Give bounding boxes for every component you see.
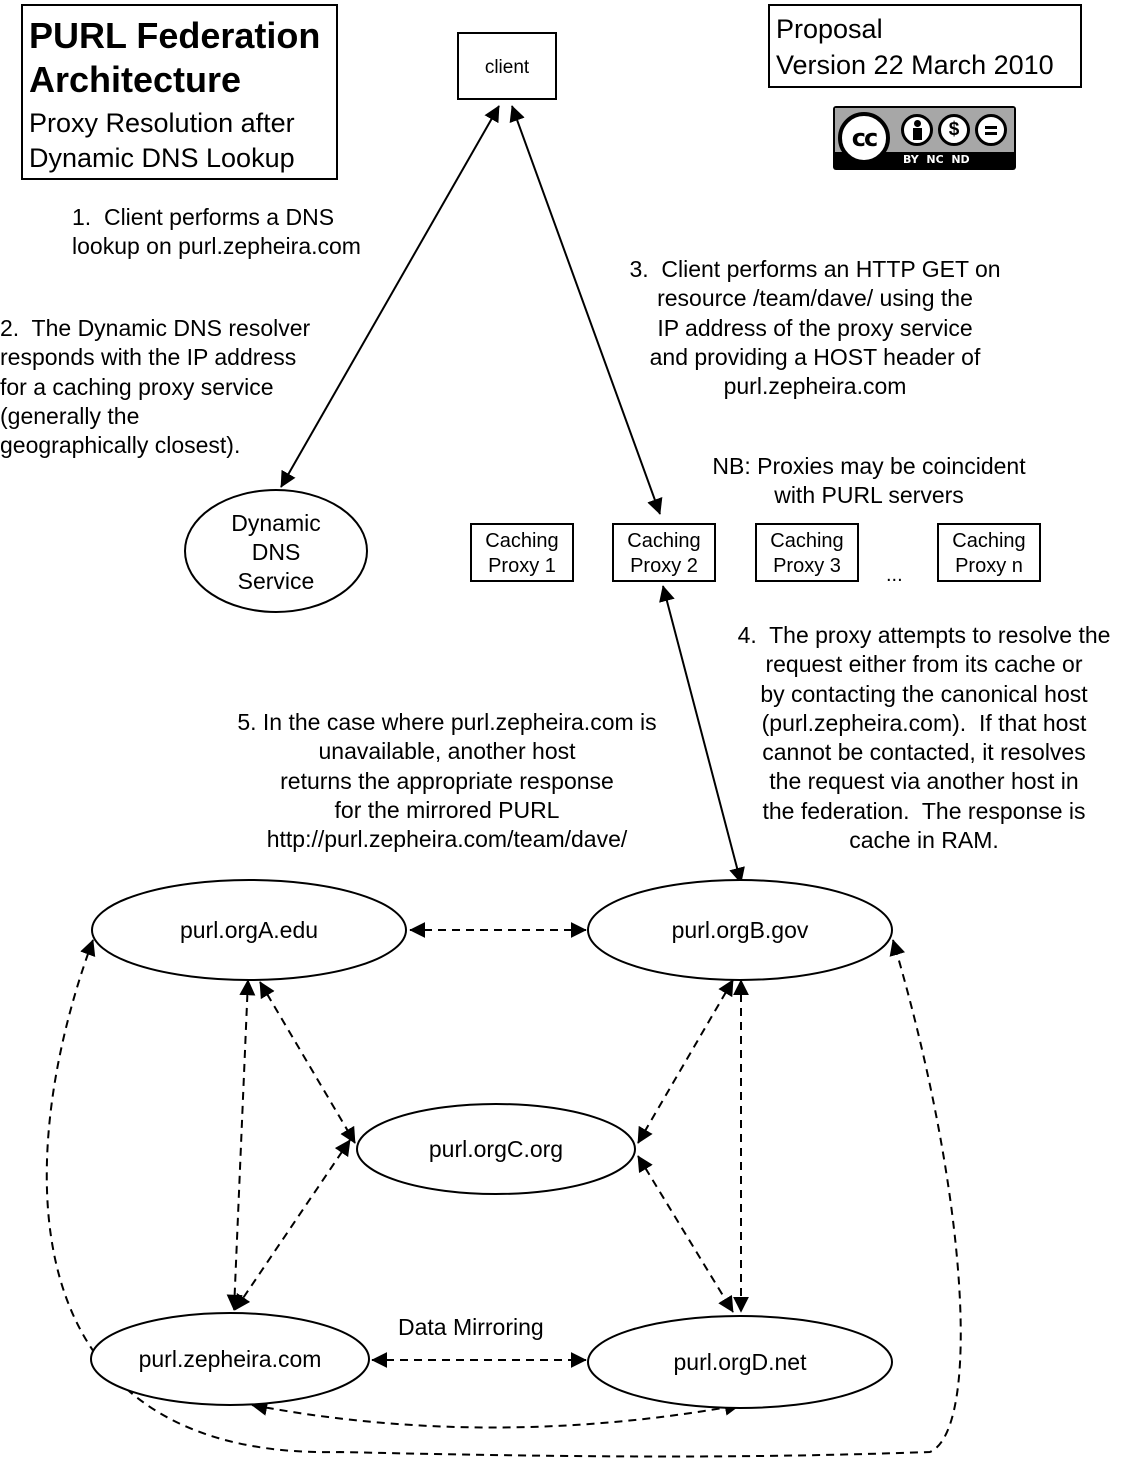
- caching-proxy-2-label: Caching Proxy 2: [627, 530, 701, 577]
- cc-license-badge: cc $ BY NC ND: [833, 106, 1016, 170]
- mirror-orgB-orgC: [637, 979, 734, 1144]
- cc-logo-icon: cc: [838, 112, 890, 164]
- node-orgC-shape: [356, 1103, 636, 1195]
- node-caching-proxy-2: Caching Proxy 2: [612, 523, 716, 582]
- node-client: client: [457, 32, 557, 100]
- by-person-icon: [901, 114, 933, 146]
- node-orgB-label: purl.orgB.gov: [671, 917, 809, 943]
- diagram-subtitle: Proxy Resolution after Dynamic DNS Looku…: [29, 108, 295, 173]
- node-dns-label: Dynamic DNS Service: [231, 510, 321, 594]
- data-mirroring-label: Data Mirroring: [398, 1314, 544, 1340]
- mirror-orgC-zepheira: [234, 1139, 351, 1311]
- caching-proxy-n-label: Caching Proxy n: [952, 530, 1026, 577]
- node-caching-proxy-n: Caching Proxy n: [937, 523, 1041, 582]
- node-client-label: client: [484, 57, 530, 78]
- node-orgC-label: purl.orgC.org: [428, 1136, 564, 1162]
- annotation-step-1: 1. Client performs a DNS lookup on purl.…: [72, 204, 361, 260]
- node-caching-proxy-3: Caching Proxy 3: [755, 523, 859, 582]
- node-zepheira-shape: [90, 1312, 370, 1406]
- mirror-orgC-orgD: [637, 1155, 734, 1313]
- node-zepheira-label: purl.zepheira.com: [138, 1346, 322, 1372]
- annotation-step-5: 5. In the case where purl.zepheira.com i…: [237, 709, 657, 853]
- arrow-proxy2-orgB: [659, 585, 745, 884]
- node-dns-shape: [184, 489, 368, 613]
- proxy-ellipsis: ...: [886, 564, 903, 586]
- node-caching-proxy-1: Caching Proxy 1: [470, 523, 574, 582]
- caching-proxy-1-label: Caching Proxy 1: [485, 530, 559, 577]
- arrow-client-dns: [280, 105, 500, 488]
- cc-terms-label: BY NC ND: [903, 153, 970, 166]
- mirror-orgA-orgC: [259, 981, 356, 1144]
- title-box: PURL Federation Architecture Proxy Resol…: [21, 4, 338, 180]
- node-orgD-shape: [587, 1315, 893, 1409]
- node-orgA-label: purl.orgA.edu: [179, 917, 319, 943]
- proposal-box: Proposal Version 22 March 2010: [768, 4, 1082, 88]
- diagram-title: PURL Federation Architecture: [29, 15, 321, 100]
- proposal-label: Proposal: [776, 14, 883, 44]
- annotation-step-2: 2. The Dynamic DNS resolver responds wit…: [0, 315, 311, 459]
- mirror-zepheira-orgD-lower: [251, 1399, 741, 1429]
- node-orgB-shape: [587, 879, 893, 981]
- proposal-version: Version 22 March 2010: [776, 50, 1054, 80]
- nc-dollar-icon: $: [938, 114, 970, 146]
- nd-equals-icon: [975, 114, 1007, 146]
- arrow-client-proxy2: [509, 105, 663, 515]
- mirror-orgA-zepheira: [226, 979, 256, 1311]
- node-orgA-shape: [91, 879, 407, 981]
- node-orgD-label: purl.orgD.net: [673, 1349, 807, 1375]
- annotation-step-3: 3. Client performs an HTTP GET on resour…: [629, 256, 1001, 400]
- annotation-nb: NB: Proxies may be coincident with PURL …: [712, 453, 1026, 509]
- caching-proxy-3-label: Caching Proxy 3: [770, 530, 844, 577]
- mirror-orgA-orgB-outer: [45, 939, 962, 1458]
- annotation-step-4: 4. The proxy attempts to resolve the req…: [737, 622, 1111, 854]
